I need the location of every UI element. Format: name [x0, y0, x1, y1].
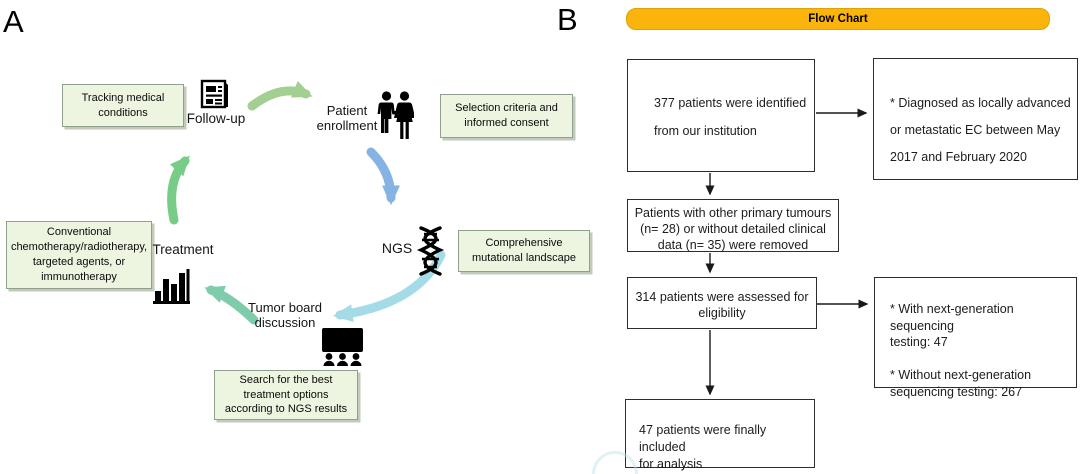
note-search-best-treatment: Search for the best treatment options ac… — [214, 370, 358, 420]
panel-b-label: B — [557, 2, 578, 37]
dna-icon — [416, 226, 445, 281]
arrow-treatment-to-followup — [167, 155, 190, 225]
node-tumor-board: Tumor board discussion — [248, 300, 322, 331]
note-selection-criteria: Selection criteria and informed consent — [440, 94, 573, 138]
node-ngs: NGS — [381, 240, 413, 256]
flow-chart-header: Flow Chart — [626, 8, 1050, 30]
node-patient-enrollment: Patient enrollment — [316, 103, 378, 134]
panel-a-label: A — [3, 4, 24, 39]
couple-icon — [377, 91, 416, 145]
note-conventional-treatment: Conventional chemotherapy/radiotherapy, … — [6, 221, 152, 289]
node-follow-up: Follow-up — [186, 111, 246, 126]
note-comprehensive-mutational-landscape: Comprehensive mutational landscape — [458, 230, 590, 272]
note-tracking-medical-conditions: Tracking medical conditions — [62, 84, 184, 127]
presentation-audience-icon — [321, 328, 364, 371]
node-treatment: Treatment — [152, 242, 214, 257]
newspaper-icon — [200, 79, 230, 115]
bar-chart-icon — [152, 265, 190, 310]
flow-box-removed: Patients with other primary tumours(n= 2… — [627, 199, 839, 252]
arrow-enrollment-to-ngs — [366, 147, 400, 206]
arrow-followup-to-enrollment — [247, 80, 313, 111]
